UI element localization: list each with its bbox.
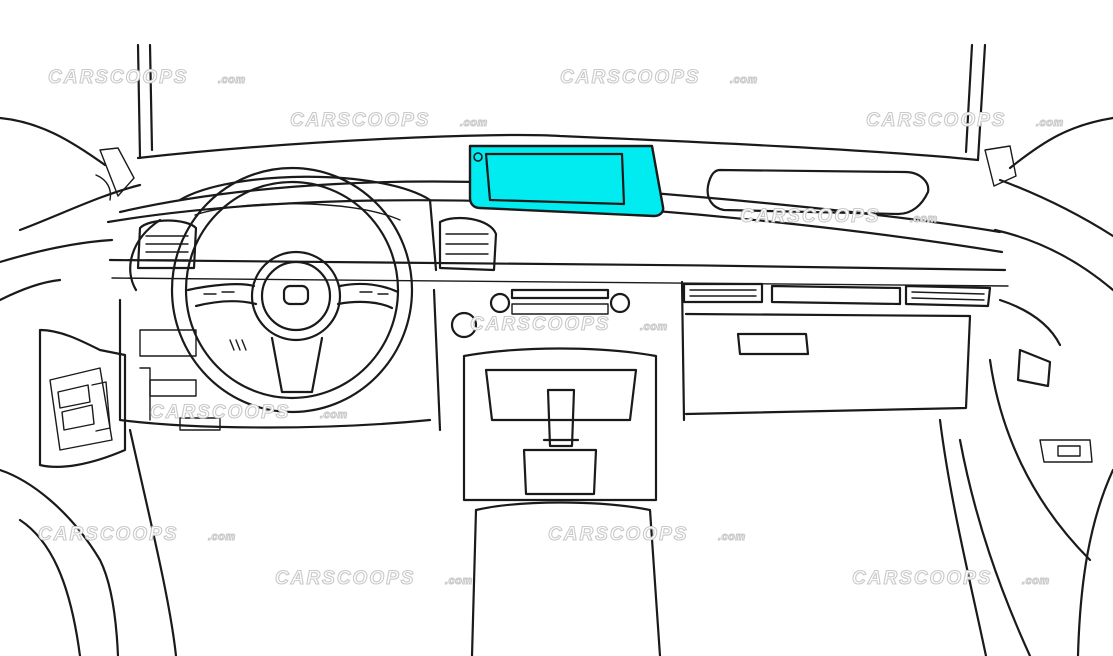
watermark-suffix: .com — [640, 321, 668, 333]
watermark-suffix: .com — [460, 117, 488, 129]
watermark-suffix: .com — [910, 213, 938, 225]
watermark-text: CARSCOOPS — [275, 568, 415, 589]
watermark-text: CARSCOOPS — [866, 110, 1006, 131]
watermark-suffix: .com — [1022, 575, 1050, 587]
watermark-text: CARSCOOPS — [290, 110, 430, 131]
instrument-cluster — [129, 175, 498, 292]
right-door — [958, 116, 1113, 656]
dash-top-vent — [706, 168, 930, 216]
watermark-text: CARSCOOPS — [560, 67, 700, 88]
center-console — [462, 347, 662, 656]
infotainment-screen-highlight — [468, 144, 665, 218]
watermark-suffix: .com — [445, 575, 473, 587]
watermark-suffix: .com — [730, 74, 758, 86]
lower-left-dash — [118, 298, 432, 431]
watermark-suffix: .com — [718, 531, 746, 543]
watermarks: CARSCOOPS .com CARSCOOPS .com CARSCOOPS … — [37, 66, 1064, 589]
watermark-text: CARSCOOPS — [150, 402, 290, 423]
watermark-text: CARSCOOPS — [852, 568, 992, 589]
windshield-frame — [136, 43, 987, 162]
watermark-suffix: .com — [320, 409, 348, 421]
watermark-text: CARSCOOPS — [38, 524, 178, 545]
watermark-text: CARSCOOPS — [740, 206, 880, 227]
left-door — [0, 116, 142, 656]
watermark-text: CARSCOOPS — [548, 524, 688, 545]
floor-outline — [128, 418, 988, 656]
watermark-text: CARSCOOPS — [470, 314, 610, 335]
watermark-suffix: .com — [208, 531, 236, 543]
watermark-suffix: .com — [1036, 117, 1064, 129]
infotainment-screen — [468, 144, 665, 218]
center-stack — [432, 280, 992, 432]
watermark-suffix: .com — [218, 74, 246, 86]
steering-wheel — [170, 166, 414, 414]
watermark-text: CARSCOOPS — [48, 67, 188, 88]
